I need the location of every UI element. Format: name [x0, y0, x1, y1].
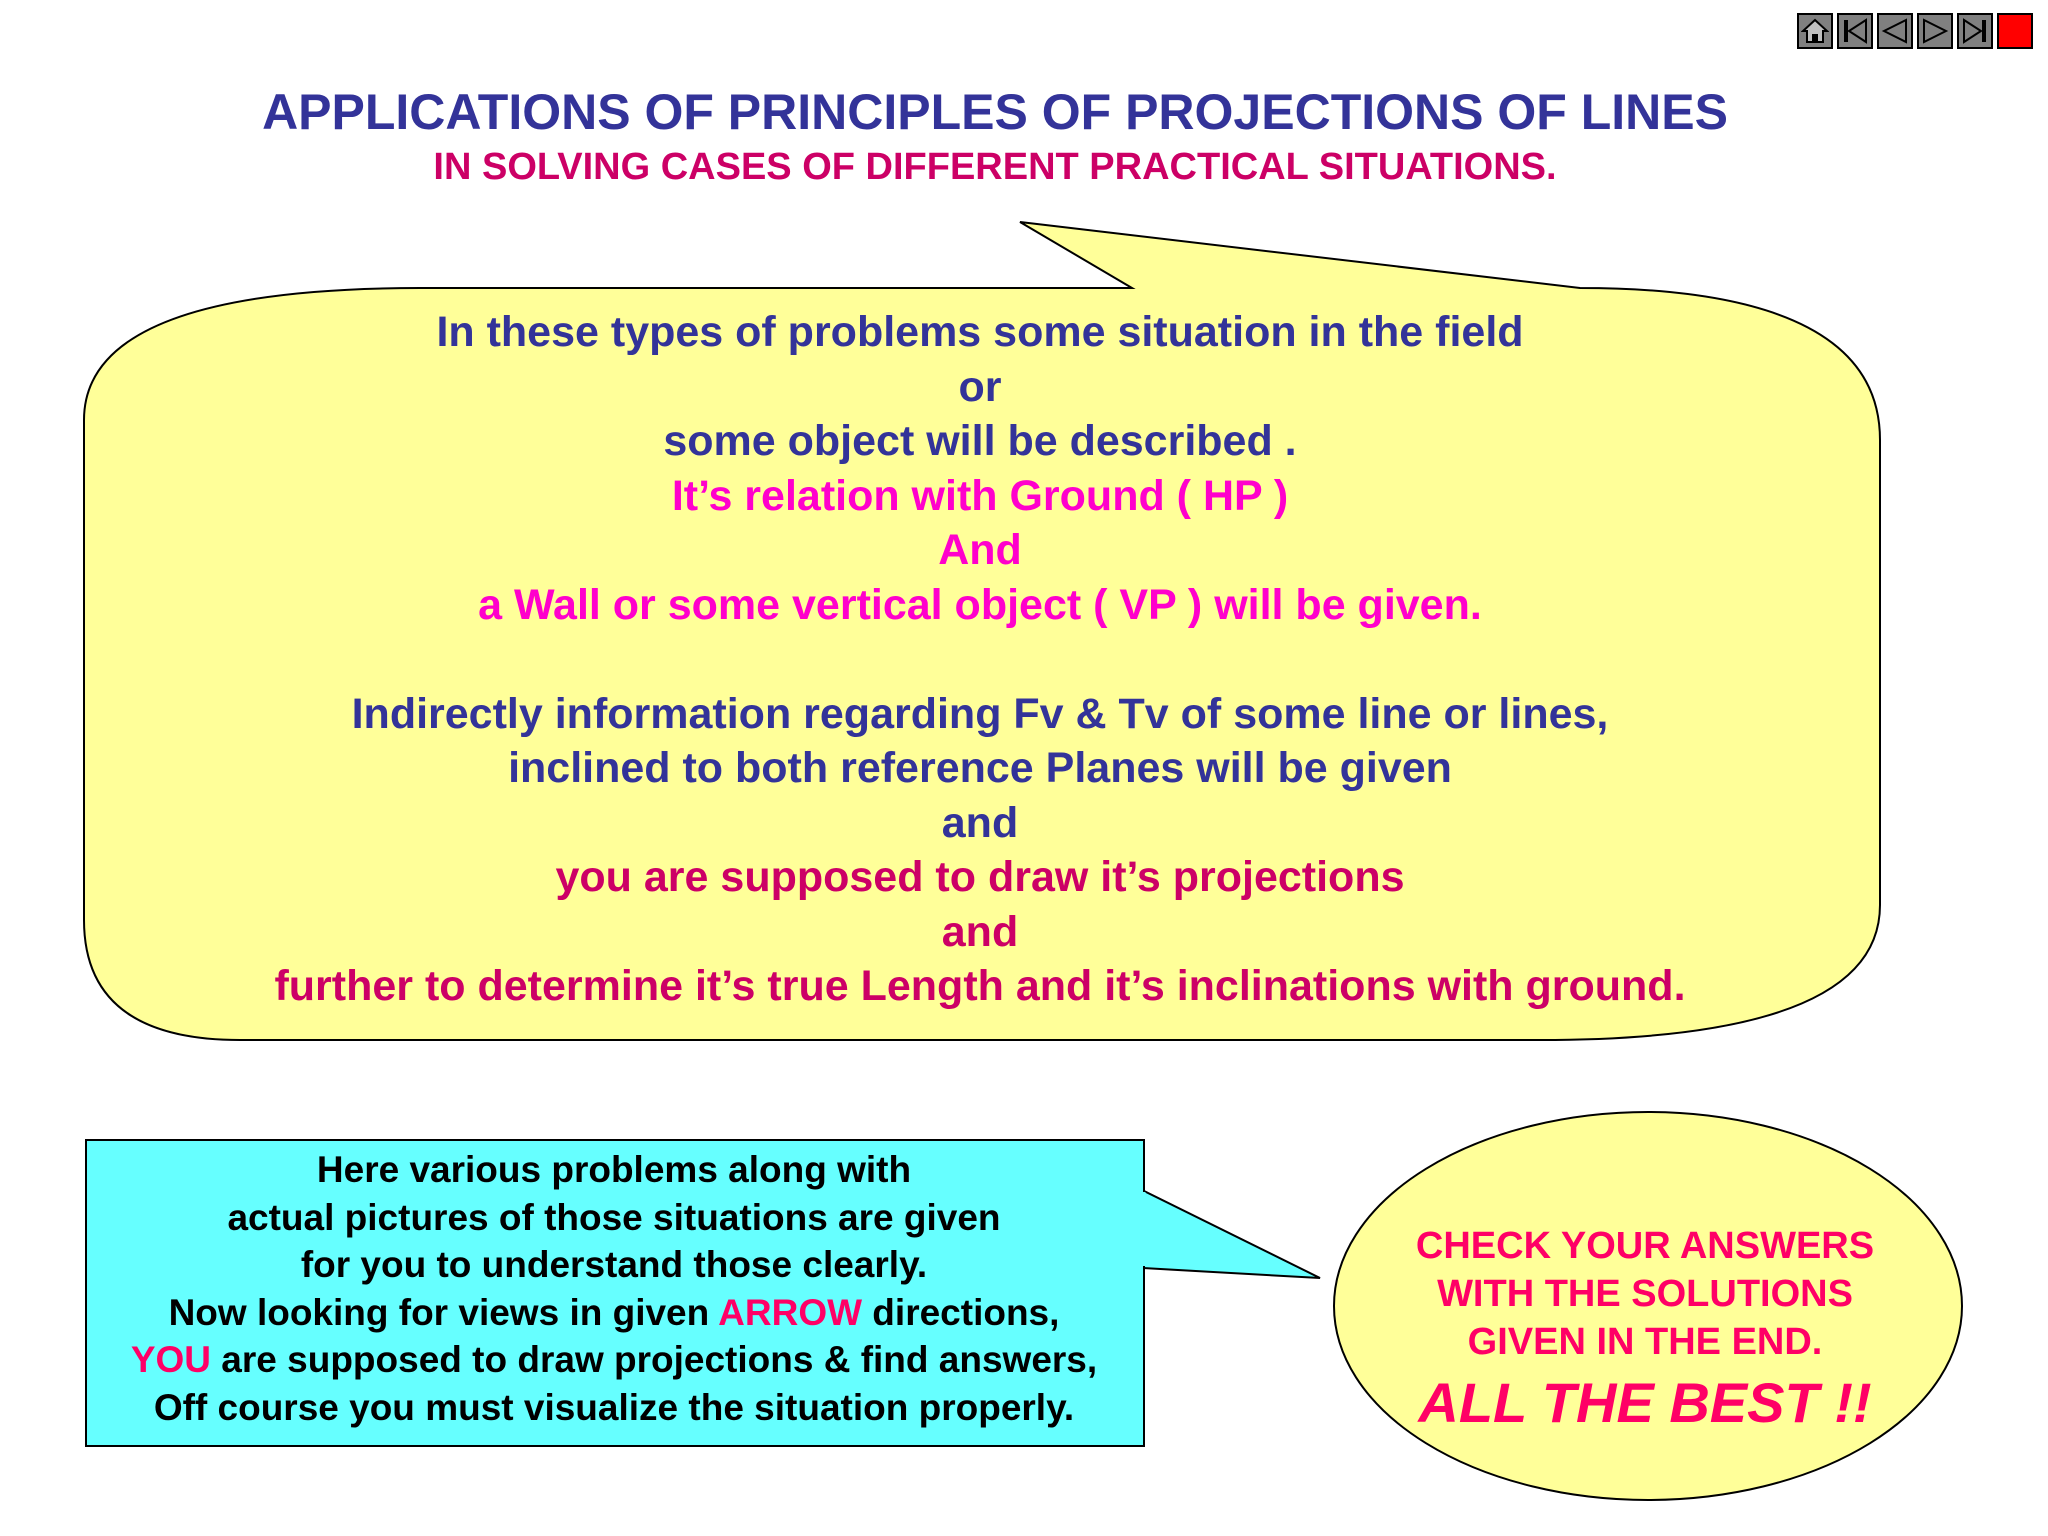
first-slide-button[interactable] [1837, 13, 1873, 49]
previous-slide-button[interactable] [1877, 13, 1913, 49]
page-title: APPLICATIONS OF PRINCIPLES OF PROJECTION… [262, 84, 1728, 140]
bubble-line: In these types of problems some situatio… [436, 308, 1524, 356]
bubble-line: some object will be described . [663, 417, 1297, 465]
callout-text-segment: are supposed to draw projections & find … [211, 1339, 1098, 1381]
callout-text-segment: Now looking for views in given [168, 1291, 719, 1333]
callout-line: Now looking for views in given ARROW dir… [86, 1289, 1142, 1337]
page-subtitle: IN SOLVING CASES OF DIFFERENT PRACTICAL … [433, 146, 1557, 188]
bubble-line: you are supposed to draw it’s projection… [555, 853, 1405, 901]
next-slide-button[interactable] [1917, 13, 1953, 49]
bubble-line: a Wall or some vertical object ( VP ) wi… [478, 580, 1482, 629]
callout-line: for you to understand those clearly. [300, 1244, 928, 1286]
last-slide-icon [1963, 18, 1986, 44]
bubble-line: It’s relation with Ground ( HP ) [671, 471, 1289, 520]
bubble-line: and [941, 907, 1019, 956]
speech-bubble [83, 221, 1881, 1041]
callout-line: Off course you must visualize the situat… [153, 1386, 1075, 1428]
bubble-line: and [941, 798, 1019, 847]
stop-icon [2001, 17, 2029, 45]
callout-text-segment: directions, [862, 1291, 1060, 1333]
bubble-line: further to determine it’s true Length an… [274, 962, 1686, 1010]
bubble-line: or [958, 362, 1002, 411]
callout-text: Here various problems along with actual … [86, 1146, 1142, 1432]
home-icon [1801, 18, 1829, 43]
check-answers-ellipse [1333, 1111, 1963, 1501]
check-line: GIVEN IN THE END. [1467, 1321, 1823, 1363]
stop-button[interactable] [1997, 13, 2033, 49]
arrow-highlight: ARROW [718, 1291, 863, 1333]
bubble-line: And [938, 526, 1022, 574]
bubble-line: inclined to both reference Planes will b… [508, 744, 1452, 792]
callout-box [85, 1139, 1145, 1447]
check-answers-text: CHECK YOUR ANSWERS WITH THE SOLUTIONS GI… [1320, 1222, 1970, 1438]
previous-icon [1881, 18, 1907, 44]
bubble-text: In these types of problems some situatio… [180, 305, 1780, 1014]
check-line: WITH THE SOLUTIONS [1437, 1273, 1853, 1315]
check-line: CHECK YOUR ANSWERS [1415, 1225, 1875, 1267]
you-highlight: YOU [130, 1339, 212, 1381]
all-the-best-text: ALL THE BEST !! [1418, 1371, 1872, 1434]
bubble-line: Indirectly information regarding Fv & Tv… [351, 689, 1609, 738]
slide-navigation-bar [1797, 13, 2037, 49]
first-slide-icon [1844, 18, 1867, 44]
next-icon [1923, 18, 1949, 44]
callout-line: actual pictures of those situations are … [227, 1196, 1001, 1238]
home-button[interactable] [1797, 13, 1833, 49]
last-slide-button[interactable] [1957, 13, 1993, 49]
bubble-line-blank [180, 632, 1780, 687]
callout-line: YOU are supposed to draw projections & f… [86, 1336, 1142, 1384]
callout-line: Here various problems along with [316, 1149, 912, 1190]
